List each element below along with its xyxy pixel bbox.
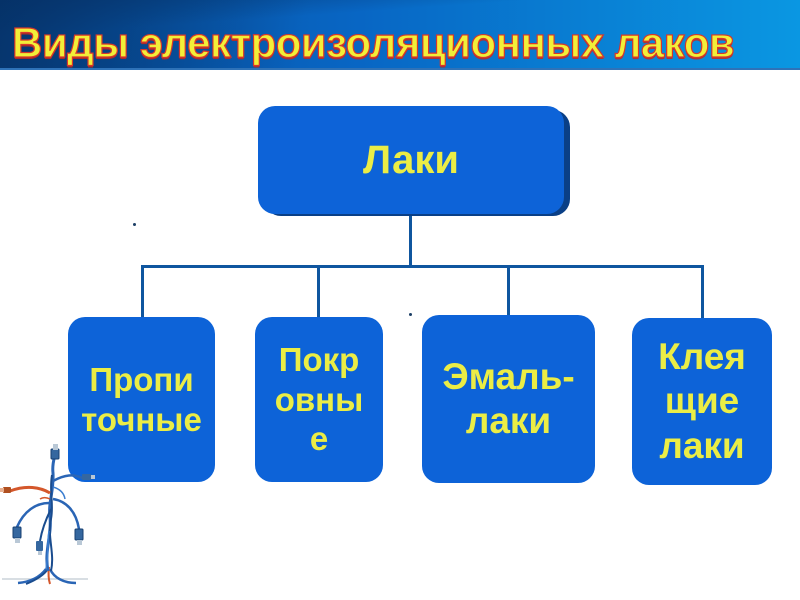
connector-branch-1 (141, 267, 144, 317)
connector-branch-4 (701, 267, 704, 318)
connector-branch-2 (317, 267, 320, 317)
node-label-line: Эмаль- (442, 355, 575, 397)
node-label: Пропи точные (81, 360, 202, 439)
node-label: Покр овны е (275, 340, 364, 459)
slide-title: Виды электроизоляционных лаков (11, 19, 735, 67)
node-label-line: точные (81, 400, 202, 438)
diagram-node-propitochnye: Пропи точные (68, 317, 215, 482)
node-label-line: овны (274, 380, 364, 418)
node-label-line: лаки (659, 424, 745, 466)
connector-trunk (141, 265, 704, 268)
stray-dot (133, 223, 136, 226)
diagram-node-emal-laki: Эмаль- лаки (422, 315, 595, 483)
slide-header (0, 0, 800, 70)
node-label: Лаки (363, 138, 459, 182)
node-label-line: Клея (658, 335, 746, 377)
node-label-line: щие (664, 380, 740, 422)
node-label-line: Покр (278, 341, 360, 379)
node-label-line: лаки (465, 400, 552, 441)
usb-cable-plant-image (0, 444, 95, 585)
stray-dot (409, 313, 412, 316)
node-label-line: Пропи (89, 360, 194, 398)
connector-stem (409, 213, 412, 267)
diagram-node-kleyashchie: Клея щие лаки (632, 318, 772, 485)
connector-branch-3 (507, 267, 510, 315)
diagram-node-root: Лаки (258, 106, 564, 214)
node-label: Клея щие лаки (658, 335, 746, 468)
node-label-line: е (309, 420, 329, 458)
diagram-node-pokrovnye: Покр овны е (255, 317, 383, 482)
node-label: Эмаль- лаки (442, 355, 574, 444)
